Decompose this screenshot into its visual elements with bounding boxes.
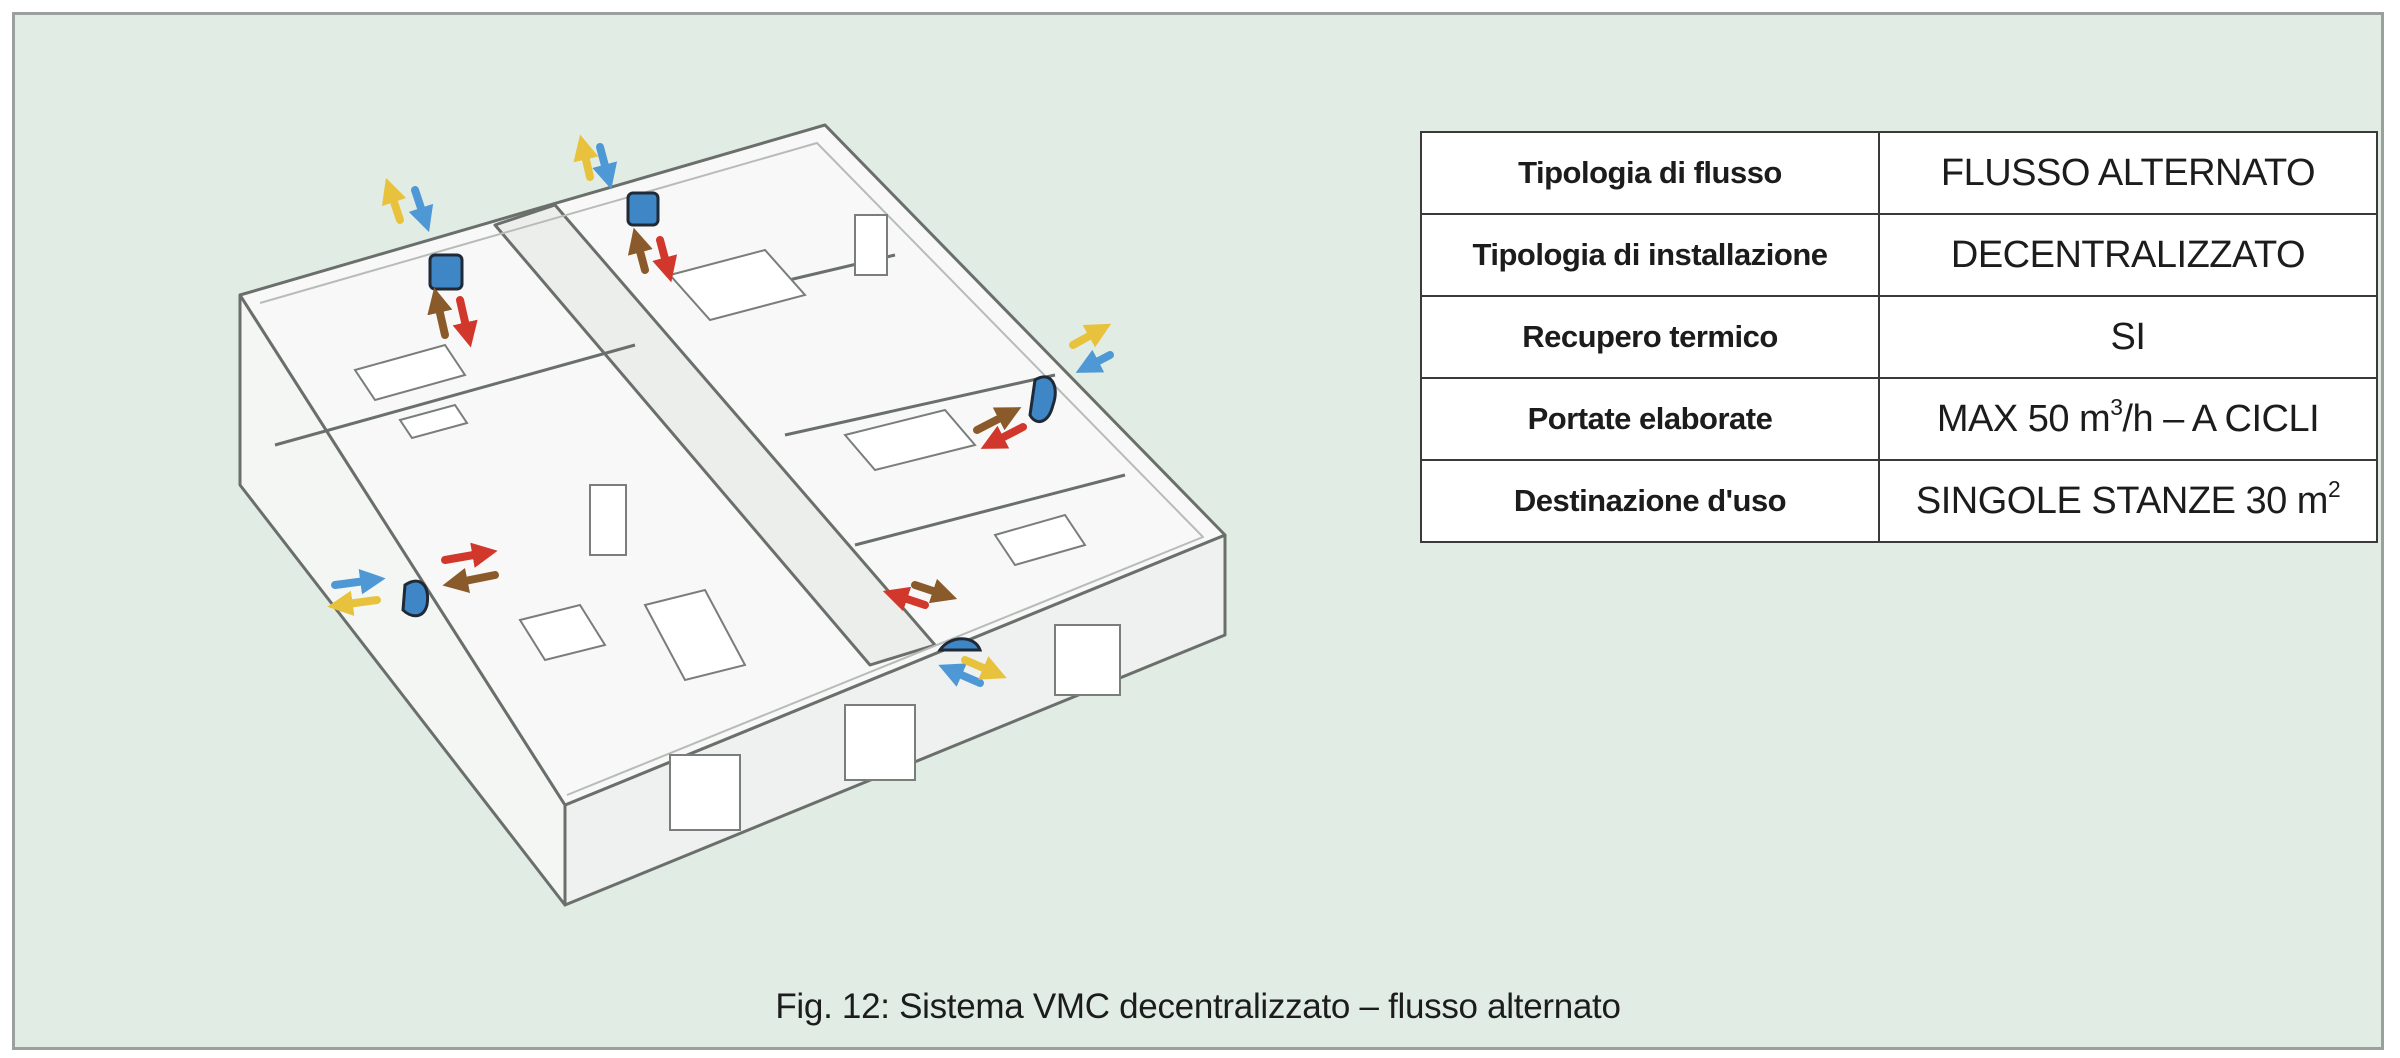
- table-row: Tipologia di installazione DECENTRALIZZA…: [1420, 213, 2378, 297]
- value-prefix: MAX 50 m: [1936, 397, 2111, 440]
- vmc-unit-living: [428, 253, 464, 291]
- specs-table: Tipologia di flusso FLUSSO ALTERNATO Tip…: [1420, 131, 2378, 543]
- figure-frame: Tipologia di flusso FLUSSO ALTERNATO Tip…: [12, 12, 2384, 1050]
- door: [589, 484, 627, 556]
- figure-caption: Fig. 12: Sistema VMC decentralizzato – f…: [775, 987, 1621, 1026]
- row-value: SI: [1878, 295, 2378, 379]
- bed-master: [668, 248, 807, 322]
- window-front-1: [669, 754, 741, 831]
- dining-table: [518, 603, 607, 662]
- apartment-illustration: [238, 123, 1227, 907]
- room-divider-4: [854, 473, 1126, 547]
- table-row: Recupero termico SI: [1420, 295, 2378, 379]
- value-superscript: 3: [2110, 393, 2123, 420]
- bed-single: [843, 408, 977, 472]
- room-divider-3: [784, 373, 1056, 437]
- window-right: [854, 214, 888, 276]
- value-suffix: /h – A CICLI: [2122, 397, 2320, 440]
- wash-basin: [993, 513, 1087, 567]
- room-divider-1: [274, 343, 636, 447]
- row-label: Destinazione d'uso: [1420, 459, 1880, 543]
- row-label: Tipologia di installazione: [1420, 213, 1880, 297]
- table-row: Portate elaborate MAX 50 m3/h – A CICLI: [1420, 377, 2378, 461]
- window-front-3: [1054, 624, 1121, 696]
- row-label: Recupero termico: [1420, 295, 1880, 379]
- vmc-unit-bedroom-2: [1028, 375, 1057, 423]
- table-row: Tipologia di flusso FLUSSO ALTERNATO: [1420, 131, 2378, 215]
- kitchen-counter: [643, 588, 747, 682]
- table-row: Destinazione d'uso SINGOLE STANZE 30 m2: [1420, 459, 2378, 543]
- coffee-table: [398, 403, 469, 440]
- row-label: Portate elaborate: [1420, 377, 1880, 461]
- window-front-2: [844, 704, 916, 781]
- vmc-unit-bath: [937, 637, 983, 652]
- sofa: [353, 343, 467, 402]
- row-value: FLUSSO ALTERNATO: [1878, 131, 2378, 215]
- vmc-unit-kitchen: [401, 579, 430, 618]
- row-value: MAX 50 m3/h – A CICLI: [1878, 377, 2378, 461]
- vmc-unit-bedroom: [626, 191, 660, 227]
- row-value: DECENTRALIZZATO: [1878, 213, 2378, 297]
- row-label: Tipologia di flusso: [1420, 131, 1880, 215]
- row-value: SINGOLE STANZE 30 m2: [1878, 459, 2378, 543]
- value-superscript: 2: [2327, 475, 2341, 502]
- value-prefix: SINGOLE STANZE 30 m: [1915, 479, 2329, 522]
